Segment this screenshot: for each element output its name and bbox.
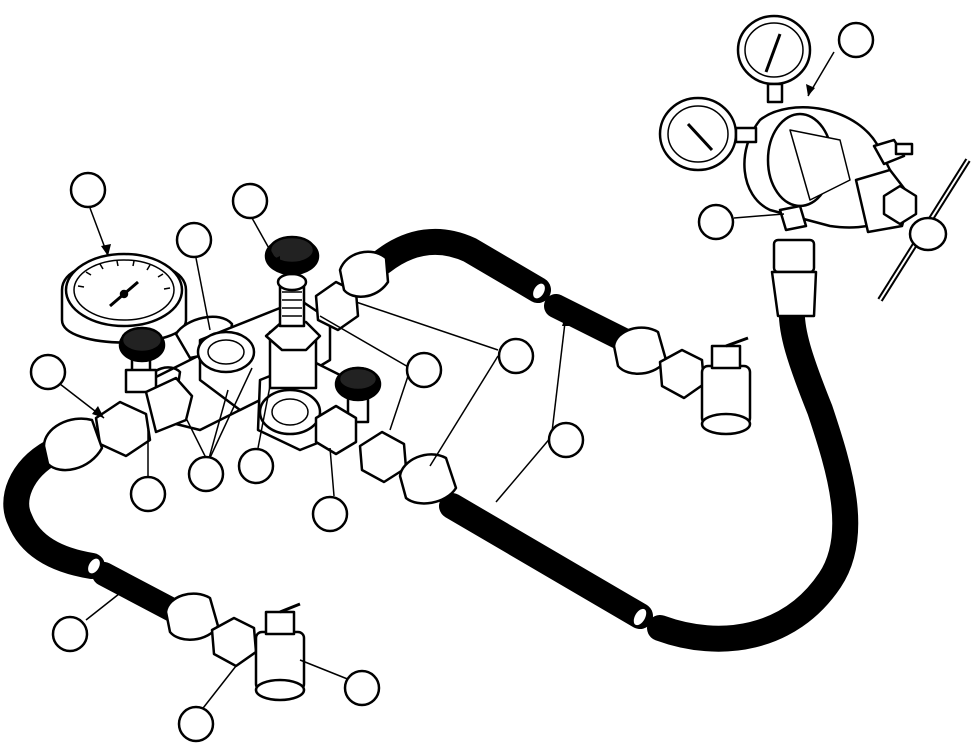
callouts [29,21,875,743]
callout-circle [187,455,225,493]
leader [85,589,125,621]
manifold-gauge [60,252,188,344]
bottom-adapter-nut [210,616,258,668]
right-hose-lower-right [647,293,859,652]
right-hose-lower-left [439,493,653,629]
leader [299,659,351,681]
callout-circle [231,182,269,220]
leader [207,367,253,463]
callout-circle [175,221,213,259]
hose-end [531,281,547,301]
center-hose-upper [369,228,551,303]
leader [319,315,411,369]
callout-circle [343,669,381,707]
hoses [3,228,859,652]
regulator [658,14,971,318]
leader [733,213,785,219]
leader-arrowheads [92,84,815,418]
gauge-ticks [77,260,171,290]
leader [185,417,209,463]
leader [389,369,411,431]
leader [429,355,499,467]
gauge-pivot [119,289,129,299]
leader [329,447,335,497]
callout-circle [497,337,535,375]
callout-circle [29,353,67,391]
callout-circle [129,475,167,513]
regulator-inlet-coupling [770,270,818,318]
callout-circle [51,615,89,653]
callout-circle [547,421,585,459]
left-hose-lower [92,562,188,624]
leader [551,313,567,433]
top-valve-thread [282,291,302,317]
center-hose-coupling-a [338,250,390,298]
regulator-inlet-fitting [772,238,816,274]
right-adapter-coupling [612,326,668,375]
hose-end [631,606,649,628]
right-adapter-nut [658,348,706,400]
right-adapter-top [710,344,742,370]
callout-circle [311,495,349,533]
callout-circle [69,171,107,209]
regulator-adjust-nut [882,184,918,226]
bottom-adapter-top [264,610,296,636]
regulator-inlet-nut [778,204,808,232]
leader [195,257,211,331]
center-hose-lower [544,294,636,352]
leader [257,385,271,449]
left-hose-coupling [42,417,104,472]
hose-break-ends [86,281,649,628]
bottom-adapter-coupling [164,592,220,641]
manifold-body [118,235,382,452]
callout-circle [237,447,275,485]
callout-circle [177,705,215,743]
leader [495,435,553,503]
regulator-lower-gauge-needle [686,122,714,152]
leader [355,301,499,351]
regulator-handle-hub [908,216,948,252]
left-outlet-adapter [144,376,194,434]
left-hose-upper [3,439,105,579]
right-outlet-nut-2 [314,404,358,456]
callout-circle [697,203,735,241]
regulator-upper-gauge-needle [764,33,782,73]
fittings [42,250,458,505]
left-valve-nut [124,368,158,394]
right-hose-coupling [398,453,458,505]
left-outlet-nut [94,400,152,458]
leader [207,389,229,463]
leader [199,665,237,713]
cylinder-adapters [164,326,752,702]
callout-circle [405,351,443,389]
hose-end [86,556,102,576]
callout-circle [837,21,875,59]
